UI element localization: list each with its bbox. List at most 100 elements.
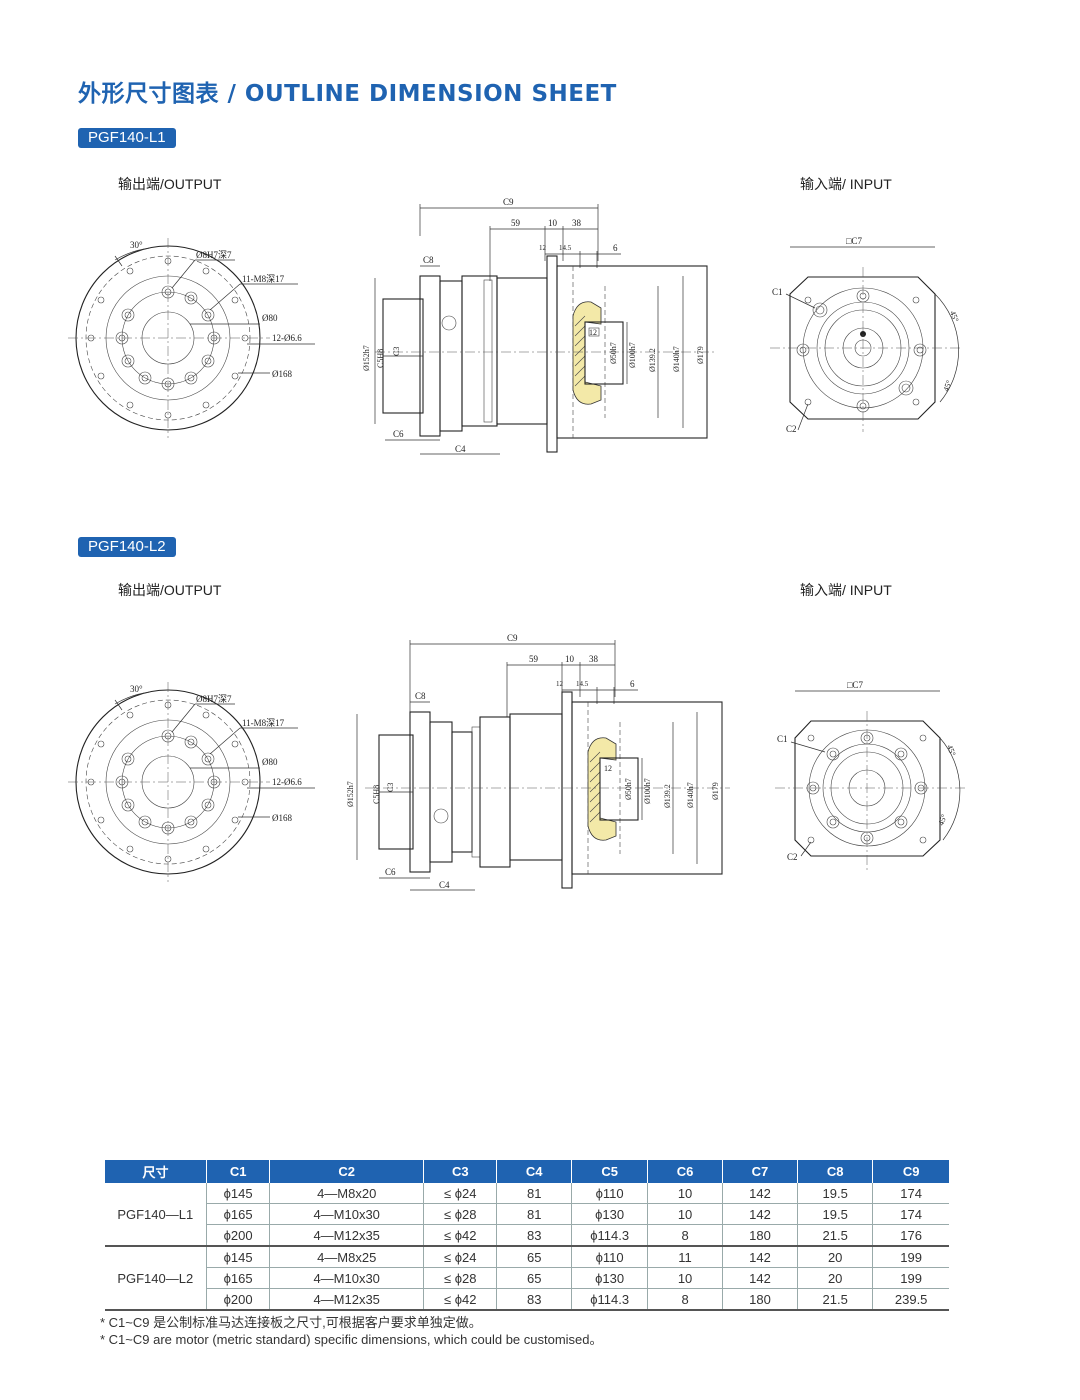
model-cell-l2: PGF140—L2	[104, 1246, 207, 1311]
c7-label: □C7	[846, 236, 862, 246]
side-section-view-l1: C9 59 10 38 12 14.5 6 12 Ø152h7 C5H8 C3 …	[362, 197, 715, 455]
c4-label: C4	[439, 880, 450, 890]
cell: 83	[496, 1224, 572, 1247]
cell: 81	[496, 1183, 572, 1204]
cell: 8	[647, 1224, 723, 1247]
cell: 20	[797, 1246, 873, 1268]
table-row: PGF140—L1 ϕ145 4—M8x20 ≤ ϕ24 81 ϕ110 10 …	[104, 1183, 949, 1247]
c9-label: C9	[507, 633, 518, 643]
cell: 142	[721, 1203, 798, 1225]
cell: ϕ145	[206, 1183, 270, 1204]
cell: ≤ ϕ24	[423, 1183, 497, 1204]
angle-45-a: 45°	[948, 310, 960, 324]
dim-14-5: 14.5	[576, 680, 589, 688]
dim-59: 59	[529, 654, 539, 664]
cell: 142	[721, 1267, 798, 1289]
inner-dim-12: 12	[604, 764, 612, 773]
model-tag-l1: PGF140-L1	[78, 128, 176, 148]
c2-label: C2	[787, 852, 798, 862]
input-label-l2: 输入端/ INPUT	[800, 582, 892, 598]
c5-label: C5H8	[372, 785, 381, 804]
cell: ϕ165	[206, 1203, 270, 1225]
page-title: 外形尺寸图表 / OUTLINE DIMENSION SHEET	[78, 81, 617, 107]
cell: 180	[721, 1288, 798, 1311]
angle-label: 30°	[130, 240, 143, 250]
cell: 19.5	[797, 1203, 873, 1225]
dim-6: 6	[630, 679, 635, 689]
cell: 83	[496, 1288, 572, 1311]
table-row: ϕ165 4—M10x30 ≤ ϕ28 65 ϕ130 10 142 20 19…	[105, 1267, 949, 1289]
cell: 4—M10x30	[269, 1203, 424, 1225]
output-label-l2: 输出端/OUTPUT	[118, 582, 222, 598]
c1-label: C1	[777, 734, 788, 744]
cell: ≤ ϕ28	[423, 1203, 497, 1225]
cell: 10	[647, 1183, 723, 1204]
cell: ≤ ϕ42	[423, 1224, 497, 1247]
cell: 4—M8x25	[269, 1246, 424, 1268]
mount-holes-label: 12-Ø6.6	[272, 333, 302, 343]
dia-140: Ø140h7	[672, 346, 681, 372]
cell: 4—M8x20	[269, 1183, 424, 1204]
dim-10: 10	[548, 218, 558, 228]
input-flange-view-l2: □C7 45° 45° C1 C2	[775, 680, 965, 871]
col-c3: C3	[423, 1160, 497, 1183]
c8-label: C8	[415, 691, 426, 701]
dimension-table: 尺寸 C1 C2 C3 C4 C5 C6 C7 C8 C9 PGF140—L1 …	[103, 1160, 949, 1311]
cell: 81	[496, 1203, 572, 1225]
c1-label: C1	[772, 287, 783, 297]
flange-diameter-label: Ø168	[272, 369, 292, 379]
c3-label: C3	[392, 347, 401, 356]
col-c2: C2	[269, 1160, 424, 1183]
c8-label: C8	[423, 255, 434, 265]
col-c1: C1	[206, 1160, 270, 1183]
dia-139-2: Ø139.2	[648, 348, 657, 372]
table-row: ϕ200 4—M12x35 ≤ ϕ42 83 ϕ114.3 8 180 21.5…	[105, 1224, 949, 1247]
cell: 174	[872, 1203, 949, 1225]
model-tag-l2: PGF140-L2	[78, 537, 176, 557]
dim-14-5: 14.5	[559, 244, 572, 252]
cell: 4—M12x35	[269, 1224, 424, 1247]
model-cell-l1: PGF140—L1	[104, 1183, 207, 1247]
col-c6: C6	[647, 1160, 723, 1183]
cell: ϕ165	[206, 1267, 270, 1289]
c9-label: C9	[503, 197, 514, 207]
cell: 8	[647, 1288, 723, 1311]
cell: ϕ130	[571, 1267, 648, 1289]
dia-139-2: Ø139.2	[663, 784, 672, 808]
cell: 4—M10x30	[269, 1267, 424, 1289]
col-c4: C4	[496, 1160, 572, 1183]
c5-label: C5H8	[376, 349, 385, 368]
dim-38: 38	[589, 654, 599, 664]
dim-12: 12	[556, 680, 564, 688]
angle-45-a: 45°	[945, 744, 957, 758]
side-section-view-l2: C9 59 10 38 12 14.5 6 12 Ø152h7 C5H8 C3 …	[346, 633, 730, 891]
dim-59: 59	[511, 218, 521, 228]
dia-50: Ø50h7	[624, 778, 633, 800]
cell: 20	[797, 1267, 873, 1289]
note-zh: * C1~C9 是公制标准马达连接板之尺寸,可根据客户要求单独定做。	[100, 1315, 482, 1330]
cell: ϕ130	[571, 1203, 648, 1225]
pin-hole-label: Ø8H7深7	[196, 250, 232, 260]
cell: 10	[647, 1203, 723, 1225]
cell: 65	[496, 1246, 572, 1268]
dia-152: Ø152h7	[362, 345, 371, 371]
inner-dim-12: 12	[589, 328, 597, 337]
output-flange-view-l2: 30° Ø8H7深7 11-M8深17 Ø80 12-Ø6.6 Ø168	[68, 682, 315, 882]
c6-label: C6	[385, 867, 396, 877]
cell: 176	[872, 1224, 949, 1247]
cell: 174	[872, 1183, 949, 1204]
dia-179: Ø179	[711, 782, 720, 800]
col-c7: C7	[721, 1160, 798, 1183]
dim-38: 38	[572, 218, 582, 228]
pin-hole-label: Ø8H7深7	[196, 694, 232, 704]
cell: 239.5	[872, 1288, 949, 1311]
input-flange-view-l1: □C7 45° 45° C1 C2	[770, 236, 960, 434]
thread-label: 11-M8深17	[242, 274, 285, 284]
cell: ϕ110	[571, 1183, 648, 1204]
table-row: ϕ200 4—M12x35 ≤ ϕ42 83 ϕ114.3 8 180 21.5…	[105, 1288, 949, 1311]
flange-diameter-label: Ø168	[272, 813, 292, 823]
cell: 4—M12x35	[269, 1288, 424, 1311]
input-label-l1: 输入端/ INPUT	[800, 176, 892, 192]
cell: ϕ110	[571, 1246, 648, 1268]
dia-179: Ø179	[696, 346, 705, 364]
